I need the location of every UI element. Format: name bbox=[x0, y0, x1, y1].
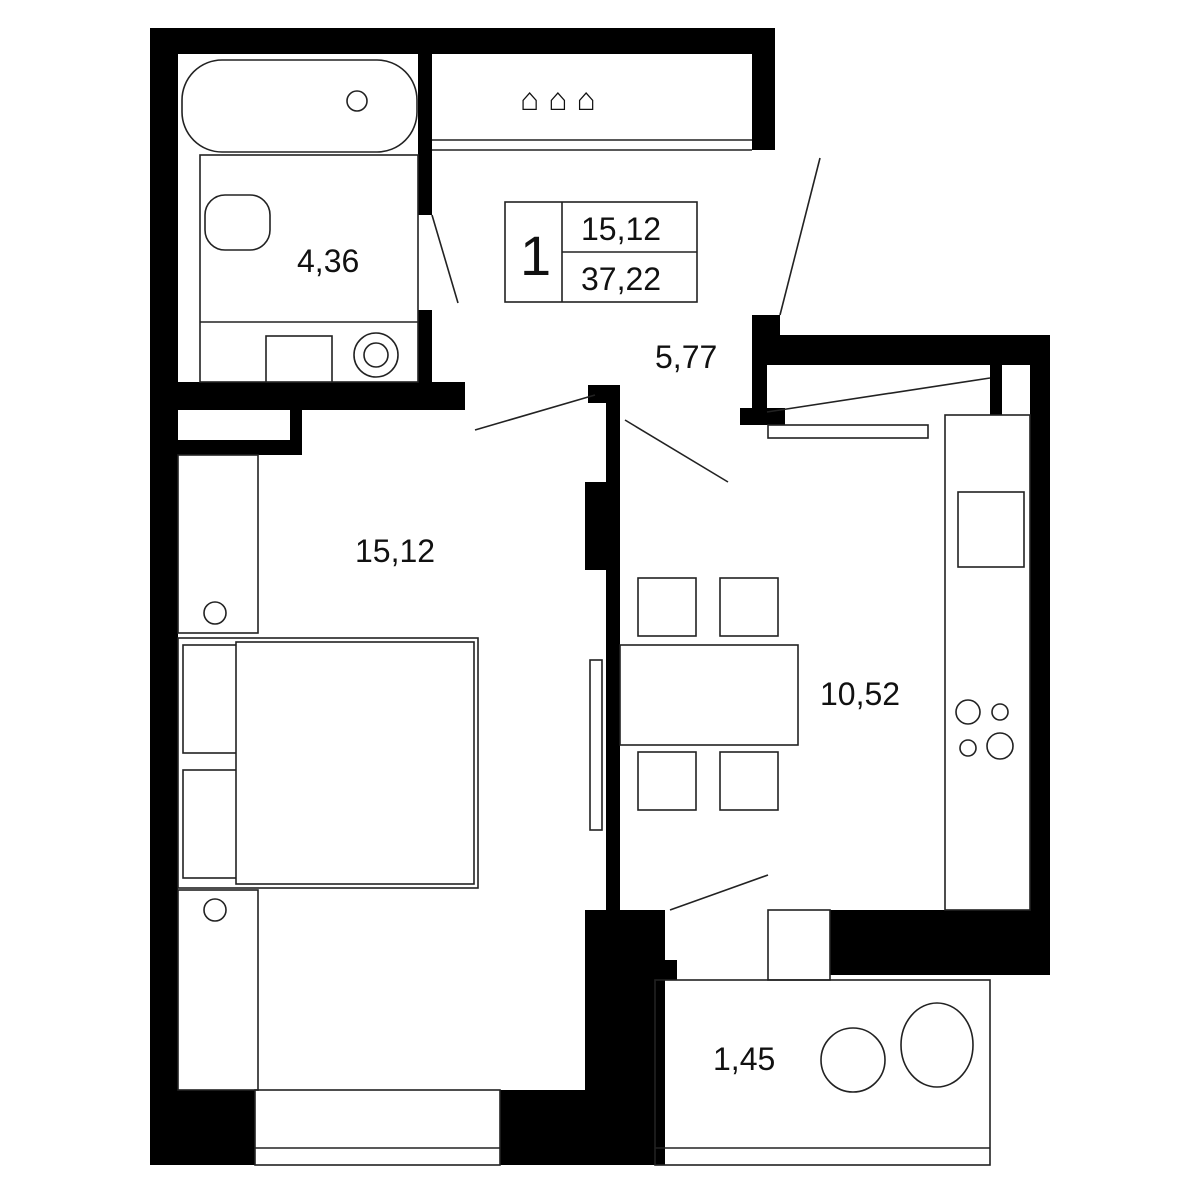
rooms-count: 1 bbox=[520, 224, 551, 287]
kitchen-sink bbox=[957, 491, 1025, 568]
balcony-area: 1,45 bbox=[713, 1041, 775, 1077]
bathroom-area: 4,36 bbox=[297, 243, 359, 279]
bathtub bbox=[181, 59, 418, 153]
bed bbox=[177, 637, 479, 889]
hallway-area: 5,77 bbox=[655, 339, 717, 375]
sink bbox=[265, 335, 333, 383]
walls bbox=[150, 28, 1050, 1165]
kitchen-fixtures bbox=[589, 377, 1031, 911]
tv bbox=[589, 659, 603, 831]
dining-table bbox=[619, 644, 799, 746]
kitchen-area: 10,52 bbox=[820, 676, 900, 712]
doors bbox=[431, 157, 821, 911]
balcony-furniture bbox=[767, 909, 974, 1093]
hanger-icon: ⌂ ⌂ ⌂ bbox=[520, 81, 596, 117]
wardrobes: ⌂ ⌂ ⌂ bbox=[177, 81, 596, 1091]
bathroom-fixtures bbox=[181, 59, 419, 383]
bedroom-area: 15,12 bbox=[355, 533, 435, 569]
toilet bbox=[204, 194, 271, 251]
total-area: 37,22 bbox=[581, 261, 661, 297]
living-area: 15,12 bbox=[581, 211, 661, 247]
apartment-summary: 1 15,12 37,22 bbox=[504, 201, 698, 303]
